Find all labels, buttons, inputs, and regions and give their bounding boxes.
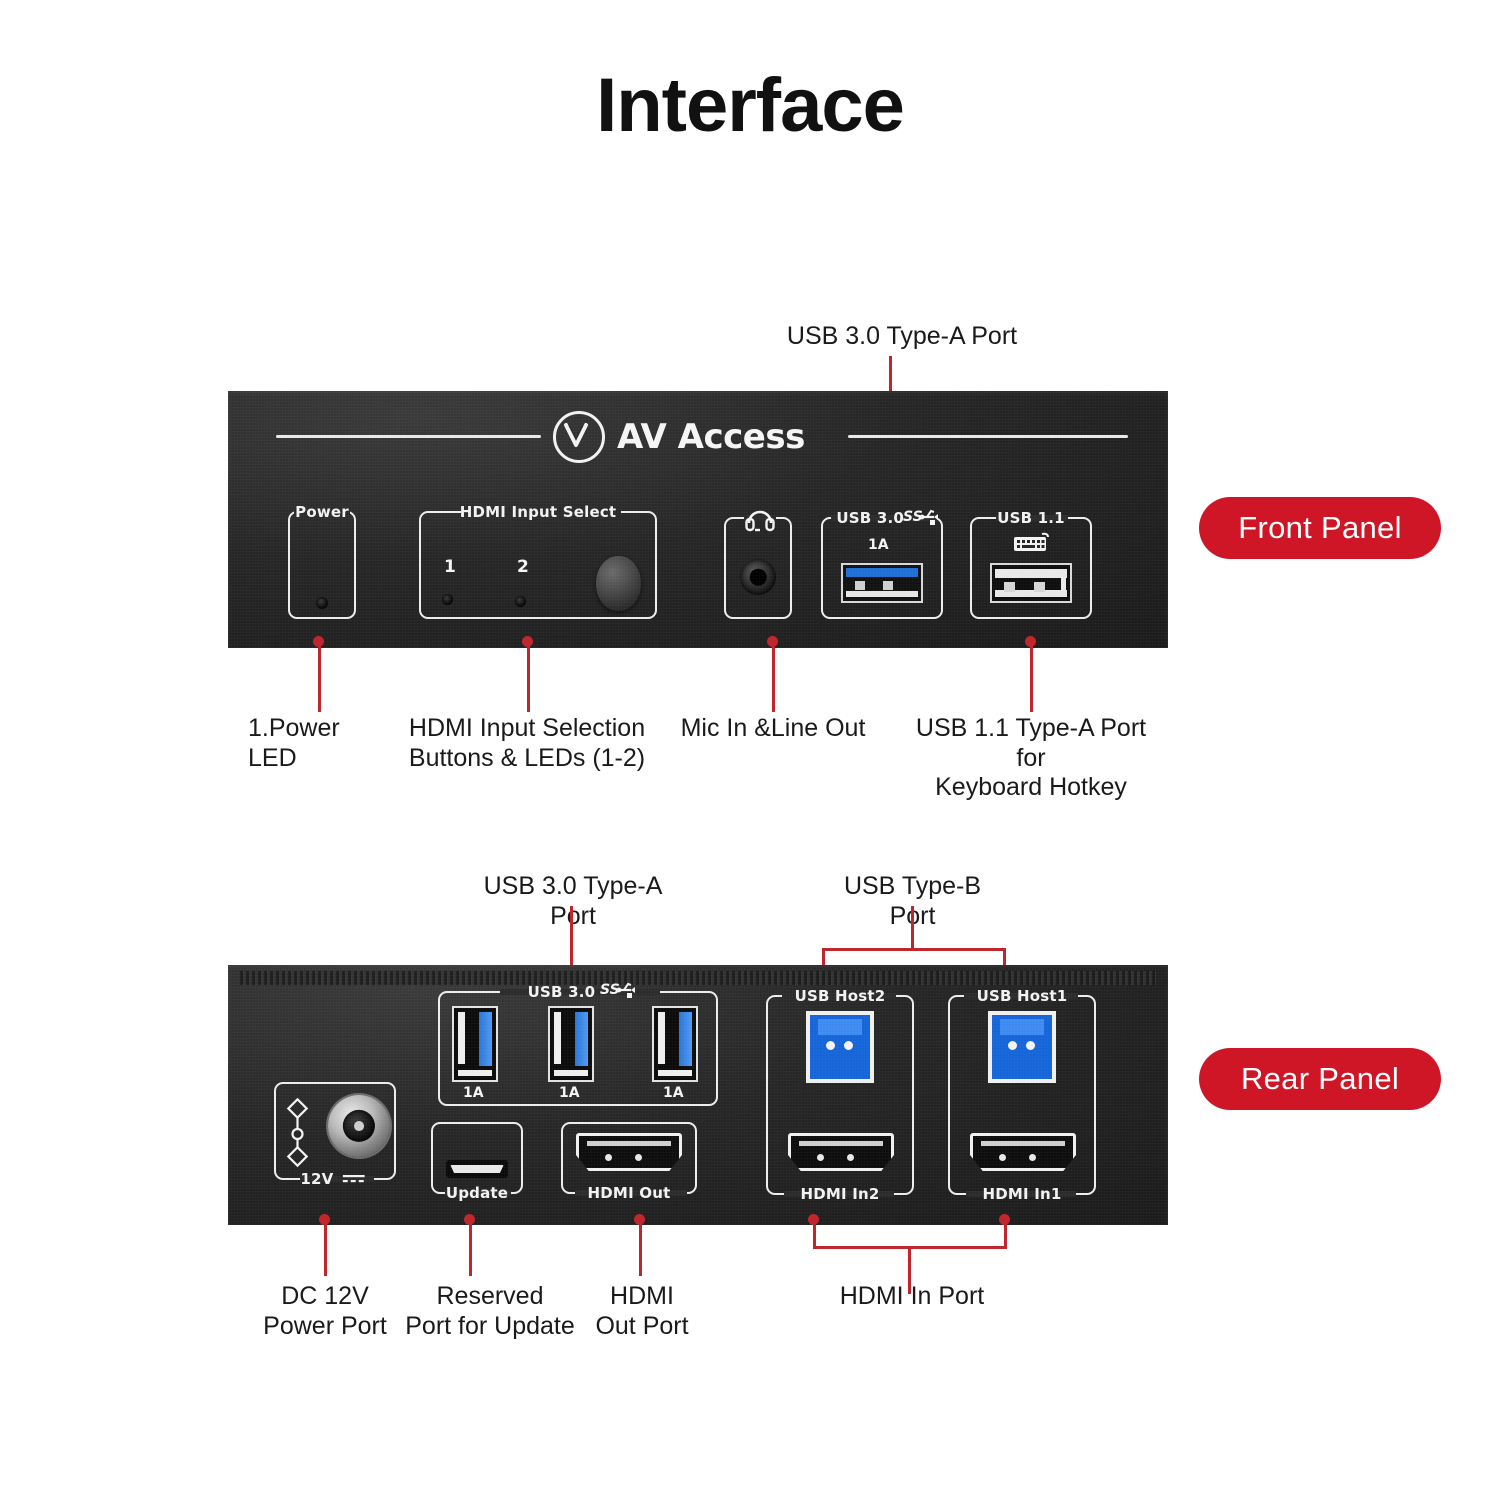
callout-mic-line: Mic In &Line Out [680, 714, 866, 742]
leader-dot-hdmi-in-right [999, 1214, 1010, 1225]
usb30-type-a-port[interactable] [841, 563, 923, 603]
callout-hdmi-input-buttons: HDMI Input Selection Buttons & LEDs (1-2… [408, 714, 646, 772]
leader-dot-power-led [313, 636, 324, 647]
silkscreen-input-1-label: 1 [444, 557, 456, 577]
callout-dc-power: DC 12V Power Port [263, 1282, 387, 1340]
leader-rear-usb30 [570, 906, 573, 986]
keyboard-icon [1012, 531, 1052, 558]
hdmi-in2-port[interactable] [788, 1133, 894, 1171]
badge-front-panel: Front Panel [1199, 497, 1441, 559]
callout-front-usb30-type-a: USB 3.0 Type-A Port [786, 322, 1018, 350]
leader-dot-hdmi-out [634, 1214, 645, 1225]
page-title: Interface [596, 63, 905, 148]
leader-dot-dc-power [319, 1214, 330, 1225]
usb30-type-a-port-1[interactable] [452, 1006, 498, 1082]
brand-logo: AV Access [553, 411, 805, 463]
leader-hdmi-in-stem [908, 1246, 911, 1294]
leader-power-led [318, 640, 321, 712]
silkscreen-input-2-label: 2 [517, 557, 529, 577]
silkscreen-update-group: Update [431, 1122, 523, 1202]
update-micro-usb-port[interactable] [446, 1160, 508, 1178]
callout-hdmi-in: HDMI In Port [839, 1282, 985, 1310]
usb-host1-type-b-port[interactable] [988, 1011, 1056, 1083]
silkscreen-hdmi-input-select-label: HDMI Input Select [459, 503, 617, 521]
leader-rear-usbb-right [1003, 948, 1006, 980]
hdmi-input-select-button[interactable] [596, 556, 641, 611]
badge-rear-panel: Rear Panel [1199, 1048, 1441, 1110]
usb-host2-type-b-port[interactable] [806, 1011, 874, 1083]
usb30-type-a-port-3[interactable] [652, 1006, 698, 1082]
input-2-led [515, 596, 526, 607]
headset-icon [743, 506, 777, 537]
leader-dot-hdmi-input-buttons [522, 636, 533, 647]
silkscreen-hdmi-in1-label: HDMI In1 [982, 1185, 1062, 1203]
leader-hdmi-in-right [1004, 1218, 1007, 1248]
leader-dot-reserved-update [464, 1214, 475, 1225]
leader-rear-usbb-bracket [822, 948, 1006, 951]
callout-power-led: 1.Power LED [248, 714, 340, 772]
callout-hdmi-out: HDMI Out Port [595, 1282, 689, 1340]
silkscreen-usb-host2-label: USB Host2 [794, 987, 886, 1005]
input-1-led [442, 594, 453, 605]
dc-12v-power-jack[interactable] [328, 1095, 390, 1157]
leader-dot-hdmi-in-left [808, 1214, 819, 1225]
callout-usb11-keyboard: USB 1.1 Type-A Port for Keyboard Hotkey [915, 714, 1147, 801]
usb-superspeed-icon: SS [600, 979, 638, 1004]
silkscreen-dc12v-text: 12V [300, 1170, 334, 1188]
silkscreen-hdmi-out-label: HDMI Out [587, 1184, 671, 1202]
leader-hdmi-out [639, 1218, 642, 1276]
silkscreen-rear-usb30-label: USB 3.0 [527, 983, 596, 1001]
silkscreen-usb30-current-1: 1A [463, 1085, 484, 1101]
leader-hdmi-input-buttons [527, 640, 530, 712]
silkscreen-usb30-current: 1A [868, 537, 889, 553]
usb11-type-a-port[interactable] [990, 563, 1072, 603]
leader-hdmi-in-left [813, 1218, 816, 1248]
leader-dot-mic-line [767, 636, 778, 647]
callout-reserved-update: Reserved Port for Update [405, 1282, 575, 1340]
brand-name: AV Access [617, 417, 805, 457]
leader-reserved-update [469, 1218, 472, 1276]
leader-usb11-keyboard [1030, 640, 1033, 712]
vent-strip [240, 971, 1156, 985]
silkscreen-usb-host1-label: USB Host1 [976, 987, 1068, 1005]
av-access-logo-icon [553, 411, 605, 463]
front-panel-image: AV Access Power HDMI Input Select 1 2 US [228, 391, 1168, 648]
silkscreen-usb11-label: USB 1.1 [997, 509, 1065, 527]
decor-hairline-left [276, 435, 541, 438]
svg-text:SS: SS [903, 509, 923, 525]
silkscreen-hdmi-in2-label: HDMI In2 [800, 1185, 880, 1203]
callout-rear-usb30-type-a: USB 3.0 Type-A Port [483, 872, 663, 930]
svg-text:SS: SS [600, 982, 620, 998]
silkscreen-usb30-current-3: 1A [663, 1085, 684, 1101]
power-led [316, 597, 328, 609]
usb-superspeed-icon: SS [903, 506, 939, 531]
silkscreen-usb30-current-2: 1A [559, 1085, 580, 1101]
silkscreen-update-label: Update [445, 1184, 509, 1202]
silkscreen-power-label: Power [295, 503, 349, 521]
dc-center-pin-icon [284, 1097, 312, 1175]
leader-rear-usbb-stem [911, 906, 914, 950]
usb30-type-a-port-2[interactable] [548, 1006, 594, 1082]
silkscreen-dc12v-label: 12V [295, 1170, 370, 1188]
leader-mic-line [772, 640, 775, 712]
leader-rear-usbb-left [822, 948, 825, 980]
dc-polarity-icon [342, 1170, 365, 1188]
decor-hairline-right [848, 435, 1128, 438]
leader-dc-power [324, 1218, 327, 1276]
silkscreen-usb30-label: USB 3.0 [836, 509, 904, 527]
hdmi-in1-port[interactable] [970, 1133, 1076, 1171]
mic-line-jack[interactable] [740, 559, 776, 595]
hdmi-out-port[interactable] [576, 1133, 682, 1171]
rear-panel-image: 12V USB 3.0 [228, 965, 1168, 1225]
leader-dot-usb11-keyboard [1025, 636, 1036, 647]
